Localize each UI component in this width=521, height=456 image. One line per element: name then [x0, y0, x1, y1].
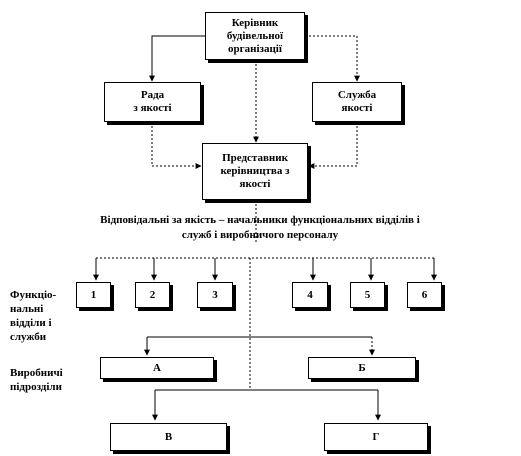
representative-box: Представник керівництва з якості — [202, 143, 308, 200]
quality-service-box: Служба якості — [312, 82, 402, 122]
head-box: Керівник будівельної організації — [205, 12, 305, 60]
council-box: Рада з якості — [104, 82, 201, 122]
production-unit-box: Б — [308, 357, 416, 379]
production-unit-box: А — [100, 357, 214, 379]
department-box: 2 — [135, 282, 170, 308]
production-unit-box: Г — [324, 423, 428, 451]
department-box: 5 — [350, 282, 385, 308]
link-quality-representative — [308, 122, 358, 169]
link-council-representative — [151, 122, 202, 169]
responsible-text: Відповідальні за якість – начальники фун… — [100, 214, 420, 241]
production-units-label: Виробничі підрозділи — [10, 367, 63, 393]
production-unit-box: В — [110, 423, 227, 451]
department-box: 3 — [197, 282, 233, 308]
department-box: 4 — [292, 282, 328, 308]
department-box: 1 — [76, 282, 111, 308]
link-head-council — [149, 35, 205, 82]
link-head-quality — [305, 35, 360, 82]
functional-departments-label: Функціо- нальні відділи і служби — [10, 289, 57, 343]
department-box: 6 — [407, 282, 442, 308]
